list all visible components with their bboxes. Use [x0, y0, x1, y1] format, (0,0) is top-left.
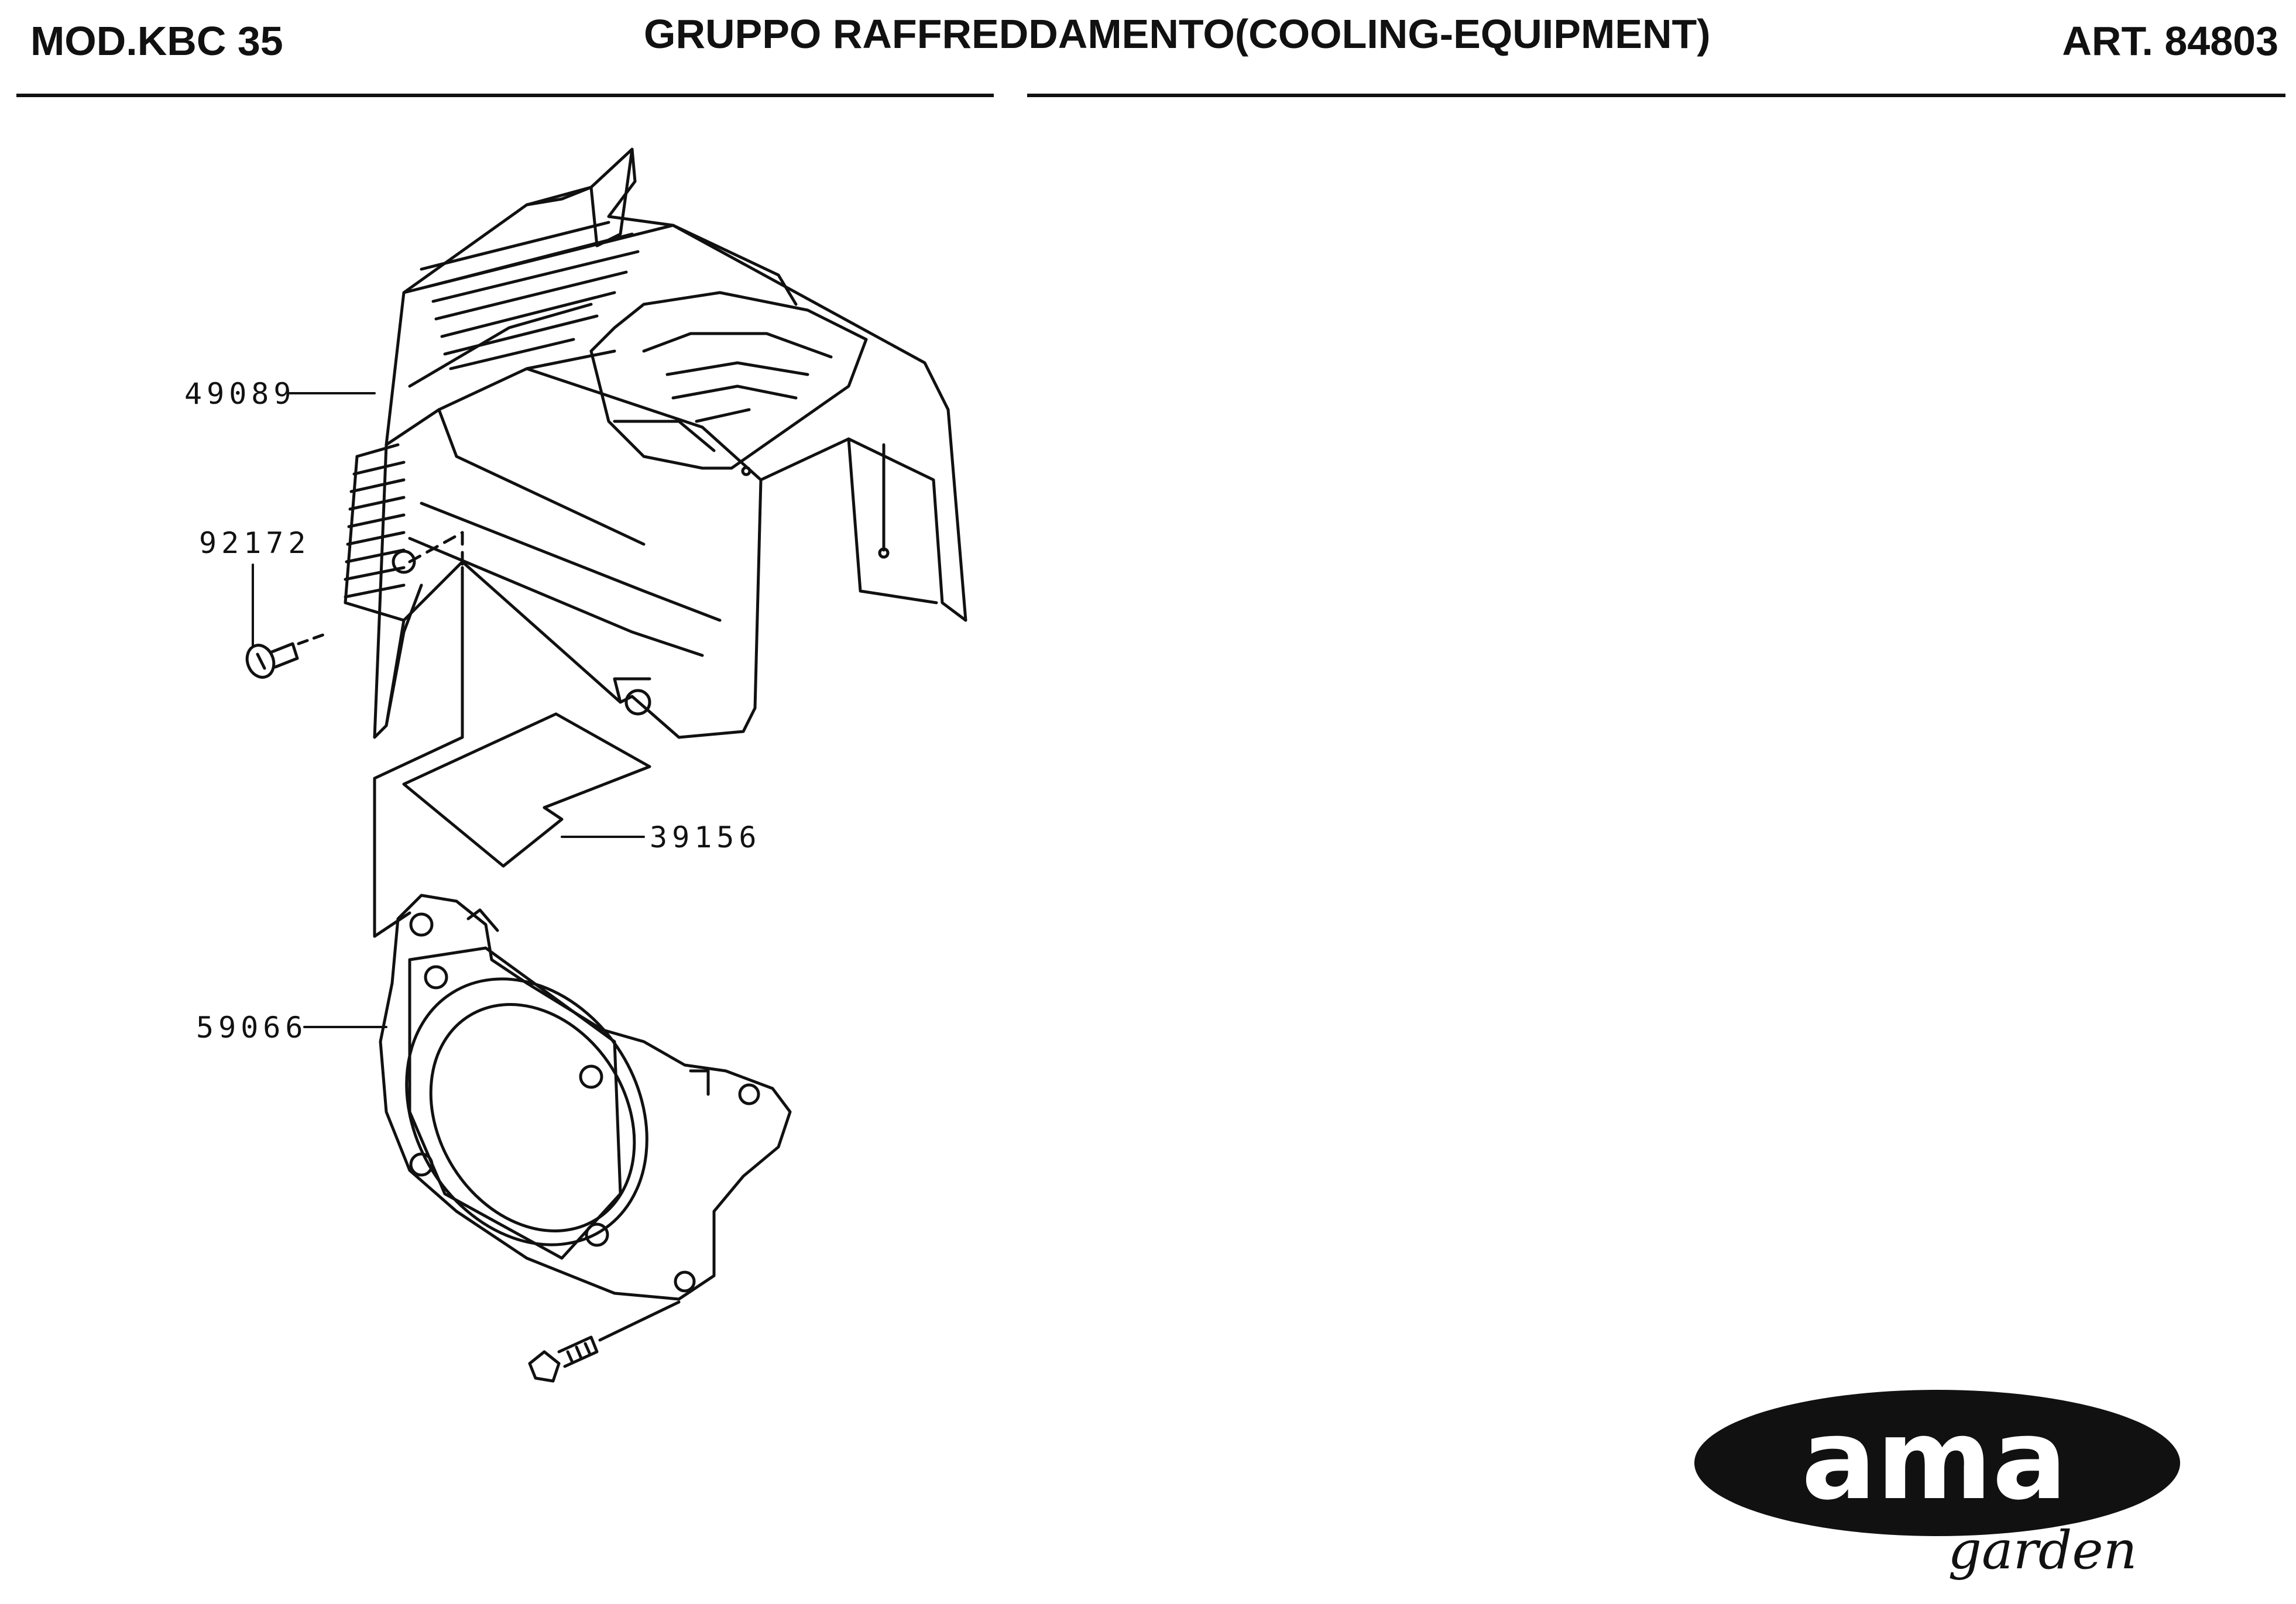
screw-part-92172	[245, 631, 330, 679]
cylinder-cover-part	[344, 147, 967, 739]
header-rule-left	[16, 94, 994, 97]
brand-logo: ama garden	[1694, 1390, 2180, 1580]
guide-plate-part	[402, 712, 651, 868]
page-title: GRUPPO RAFFREDDAMENTO(COOLING-EQUIPMENT)	[644, 11, 1711, 57]
part-label-39156: 39156	[650, 820, 761, 854]
header-rule-right	[1027, 94, 2285, 97]
fan-housing-part	[379, 894, 792, 1301]
svg-text:ama: ama	[1801, 1395, 2067, 1524]
part-label-92172: 92172	[199, 526, 311, 560]
article-number: ART. 84803	[2062, 18, 2278, 64]
svg-text:garden: garden	[1948, 1520, 2137, 1580]
part-label-49089: 49089	[184, 377, 296, 411]
bolt-part	[528, 1300, 681, 1383]
model-code: MOD.KBC 35	[30, 18, 283, 64]
part-label-59066: 59066	[196, 1011, 308, 1045]
